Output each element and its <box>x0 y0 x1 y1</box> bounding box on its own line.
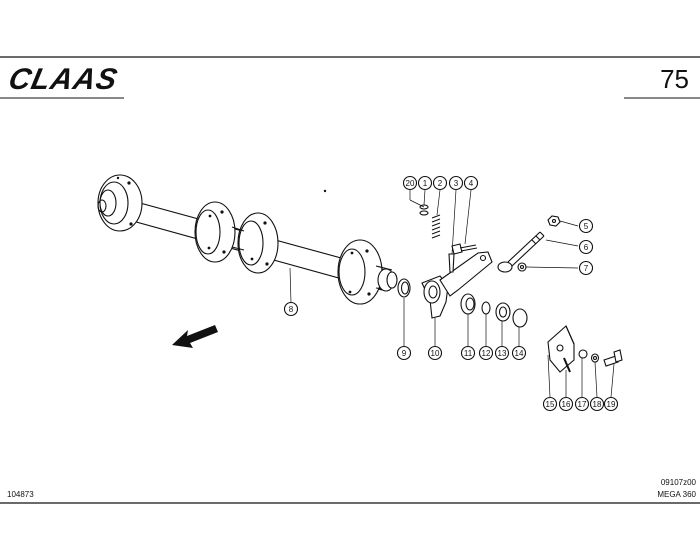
callout-16: 16 <box>558 396 574 412</box>
callout-9: 9 <box>396 345 412 361</box>
callout-8: 8 <box>283 301 299 317</box>
callout-14: 14 <box>511 345 527 361</box>
callout-6: 6 <box>578 239 594 255</box>
svg-text:3: 3 <box>454 179 459 188</box>
claas-logo: CLAAS <box>6 63 121 96</box>
footer-left-code: 104873 <box>7 490 34 499</box>
callout-1: 1 <box>417 175 433 191</box>
callout-11: 11 <box>460 345 476 361</box>
svg-text:7: 7 <box>584 264 589 273</box>
svg-text:18: 18 <box>593 400 602 409</box>
svg-text:17: 17 <box>578 400 587 409</box>
callout-7: 7 <box>578 260 594 276</box>
svg-text:16: 16 <box>562 400 571 409</box>
footer-model: MEGA 360 <box>657 490 696 499</box>
page-number: 75 <box>660 64 689 94</box>
footer-drawing-code: 09107z00 <box>661 478 697 487</box>
callout-20: 20 <box>402 175 418 191</box>
svg-text:6: 6 <box>584 243 589 252</box>
callout-10: 10 <box>427 345 443 361</box>
callout-13: 13 <box>494 345 510 361</box>
shaft-assembly <box>97 174 398 305</box>
stray-mark <box>323 189 327 193</box>
tensioner-arm-group <box>409 189 579 297</box>
callout-5: 5 <box>578 218 594 234</box>
svg-text:15: 15 <box>546 400 555 409</box>
direction-arrow-icon <box>172 325 218 348</box>
bracket-group <box>547 325 623 398</box>
svg-text:5: 5 <box>584 222 589 231</box>
svg-text:19: 19 <box>607 400 616 409</box>
svg-text:12: 12 <box>482 349 491 358</box>
callout-19: 19 <box>603 396 619 412</box>
callout-12: 12 <box>478 345 494 361</box>
svg-text:13: 13 <box>498 349 507 358</box>
svg-text:8: 8 <box>289 305 294 314</box>
callout-18: 18 <box>589 396 605 412</box>
svg-text:4: 4 <box>469 179 474 188</box>
callout-3: 3 <box>448 175 464 191</box>
bearing-group <box>397 275 528 346</box>
callout-2: 2 <box>432 175 448 191</box>
callout-15: 15 <box>542 396 558 412</box>
svg-text:10: 10 <box>431 349 440 358</box>
svg-text:14: 14 <box>515 349 524 358</box>
svg-text:9: 9 <box>402 349 407 358</box>
svg-text:2: 2 <box>438 179 443 188</box>
callout-4: 4 <box>463 175 479 191</box>
svg-text:1: 1 <box>423 179 428 188</box>
callout-17: 17 <box>574 396 590 412</box>
svg-text:11: 11 <box>464 349 473 358</box>
callout-group: 20 1 2 3 4 5 6 7 8 9 10 11 12 13 14 15 1… <box>283 175 619 412</box>
svg-text:CLAAS: CLAAS <box>6 63 121 96</box>
svg-text:20: 20 <box>406 179 415 188</box>
